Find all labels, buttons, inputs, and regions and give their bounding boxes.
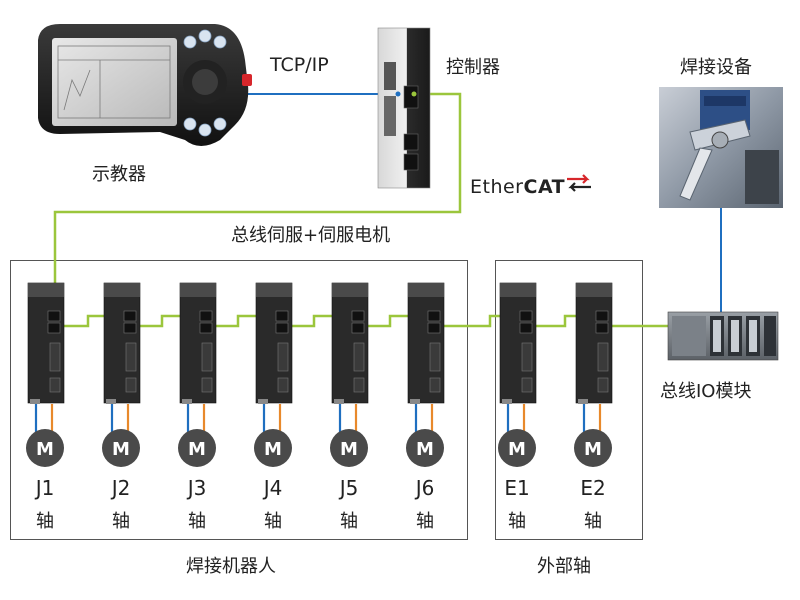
bus-io-label: 总线IO模块 <box>660 381 752 402</box>
welding-robot-group-box <box>10 260 468 540</box>
teach-pendant-label: 示教器 <box>92 164 146 185</box>
servo-drive-7 <box>499 282 537 432</box>
motor-icon: M <box>574 429 612 467</box>
servo-drive-4 <box>255 282 293 432</box>
axis-name-e1: E1 <box>504 476 530 500</box>
motor-icon: M <box>330 429 368 467</box>
axis-name-e2: E2 <box>580 476 606 500</box>
external-axis-label: 外部轴 <box>537 556 591 577</box>
axis-name-j5: J5 <box>339 476 359 500</box>
axis-name-j3: J3 <box>187 476 207 500</box>
welding-equipment-label: 焊接设备 <box>680 57 752 78</box>
ethercat-logo-prefix: Ether <box>470 176 524 198</box>
controller-label: 控制器 <box>446 57 500 78</box>
axis-suffix-j1: 轴 <box>36 511 54 532</box>
motor-label: M <box>584 439 602 460</box>
axis-suffix-e1: 轴 <box>508 511 526 532</box>
motor-label: M <box>188 439 206 460</box>
welding-robot-label: 焊接机器人 <box>186 556 276 577</box>
axis-suffix-j3: 轴 <box>188 511 206 532</box>
bus-io-module-image <box>667 311 779 361</box>
ethercat-logo: EtherCAT <box>470 176 565 198</box>
axis-name-j6: J6 <box>415 476 435 500</box>
motor-label: M <box>508 439 526 460</box>
motor-icon: M <box>26 429 64 467</box>
axis-suffix-j6: 轴 <box>416 511 434 532</box>
axis-suffix-j5: 轴 <box>340 511 358 532</box>
axis-name-j2: J2 <box>111 476 131 500</box>
tcpip-label: TCP/IP <box>270 54 329 76</box>
ethercat-daisy-chain <box>62 314 668 328</box>
bus-servo-label: 总线伺服+伺服电机 <box>231 225 391 246</box>
axis-suffix-j2: 轴 <box>112 511 130 532</box>
motor-icon: M <box>498 429 536 467</box>
controller-image <box>377 27 431 189</box>
axis-name-j1: J1 <box>35 476 55 500</box>
motor-icon: M <box>406 429 444 467</box>
servo-drive-3 <box>179 282 217 432</box>
servo-drive-6 <box>407 282 445 432</box>
motor-label: M <box>36 439 54 460</box>
axis-suffix-e2: 轴 <box>584 511 602 532</box>
welding-equipment-image <box>659 87 783 208</box>
ethercat-arrows-icon <box>567 174 591 192</box>
motor-icon: M <box>254 429 292 467</box>
motor-icon: M <box>102 429 140 467</box>
servo-drive-8 <box>575 282 613 432</box>
servo-drive-5 <box>331 282 369 432</box>
servo-drive-2 <box>103 282 141 432</box>
servo-drive-1 <box>27 282 65 432</box>
ethercat-logo-suffix: CAT <box>523 176 566 198</box>
external-axis-group-box <box>495 260 643 540</box>
motor-label: M <box>416 439 434 460</box>
motor-label: M <box>340 439 358 460</box>
motor-label: M <box>112 439 130 460</box>
teach-pendant-image <box>38 24 252 146</box>
motor-icon: M <box>178 429 216 467</box>
axis-name-j4: J4 <box>263 476 283 500</box>
motor-label: M <box>264 439 282 460</box>
ethercat-main-line <box>53 92 462 330</box>
axis-suffix-j4: 轴 <box>264 511 282 532</box>
